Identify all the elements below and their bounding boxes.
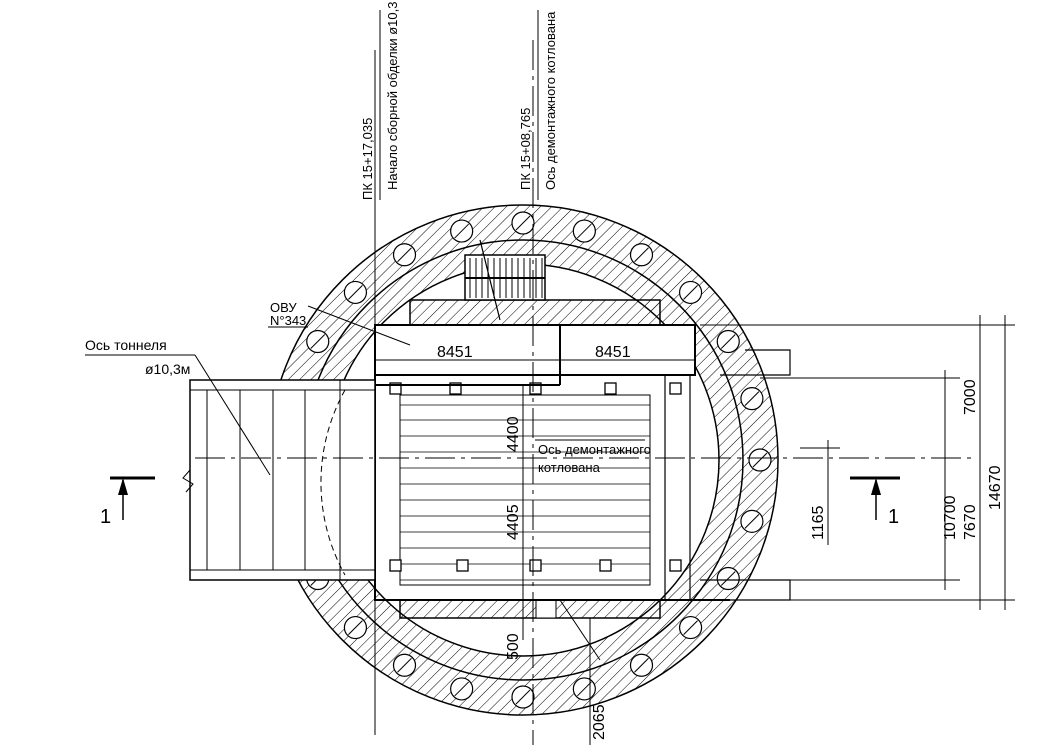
pile-mark	[683, 285, 698, 300]
pk2-label: ПК 15+08,765	[518, 108, 533, 190]
section-marks	[110, 476, 900, 520]
pile-mark	[348, 620, 363, 635]
pit-platform	[374, 325, 730, 601]
pile-mark	[515, 689, 531, 705]
bottom-beam	[399, 599, 661, 619]
dim-7000: 7000	[962, 379, 979, 415]
pile-mark	[744, 391, 760, 407]
dim-4405: 4405	[505, 504, 522, 540]
pk1-description: Начало сборной обделки ø10,3	[385, 2, 400, 190]
pit-axis-label-2: котлована	[538, 460, 601, 475]
post	[669, 559, 682, 572]
post	[529, 559, 542, 572]
pk2-description: Ось демонтажного котлована	[543, 11, 558, 190]
tunnel-diameter-label: ø10,3м	[145, 361, 190, 377]
leader-lines	[85, 10, 645, 441]
post	[604, 382, 617, 395]
dim-8451-right: 8451	[595, 344, 631, 361]
pile-mark	[348, 285, 363, 300]
post	[669, 382, 682, 395]
tunnel	[182, 354, 376, 581]
pk1-label: ПК 15+17,035	[360, 118, 375, 200]
post	[529, 382, 542, 395]
pile-mark	[397, 657, 412, 673]
pile-mark	[576, 681, 592, 697]
dim-4400: 4400	[505, 416, 522, 452]
post	[449, 382, 462, 395]
dimension-lines	[375, 315, 1015, 745]
post	[389, 382, 402, 395]
pile-mark	[515, 215, 531, 231]
pile-mark	[454, 223, 470, 239]
pile-mark	[744, 513, 760, 529]
axis-lines	[195, 40, 975, 745]
dim-7670: 7670	[962, 504, 979, 540]
pile-mark	[397, 247, 412, 263]
tunnel-axis-label: Ось тоннеля	[85, 337, 167, 353]
dim-500: 500	[505, 633, 522, 660]
post	[599, 559, 612, 572]
dim-1165: 1165	[810, 505, 827, 540]
pile-mark	[634, 247, 649, 263]
pile-mark	[310, 334, 326, 349]
ovu-label: ОВУ	[270, 300, 297, 315]
section-label-left: 1	[100, 506, 111, 528]
pile-mark	[720, 571, 736, 586]
pit-axis-label-1: Ось демонтажного	[538, 442, 651, 457]
post	[389, 559, 402, 572]
post	[456, 559, 469, 572]
pile-mark	[634, 657, 649, 673]
pile-mark	[752, 452, 768, 468]
dim-8451-left: 8451	[437, 344, 473, 361]
pile-mark	[720, 334, 736, 349]
pile-mark	[454, 681, 470, 697]
dim-14670: 14670	[987, 465, 1004, 510]
ovu-number: N°343	[270, 313, 306, 328]
dim-2065: 2065	[591, 704, 608, 740]
pile-mark	[576, 223, 592, 239]
pile-mark	[683, 620, 698, 635]
dim-10700: 10700	[942, 495, 959, 540]
section-label-right: 1	[888, 506, 899, 528]
